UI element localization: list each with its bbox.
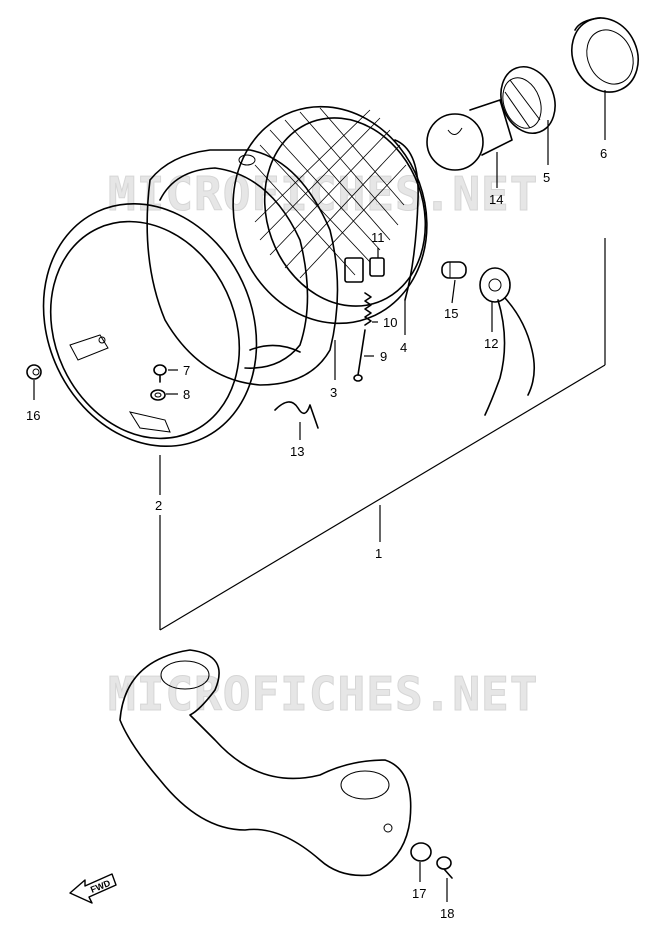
socket-cap [571, 17, 639, 93]
position-socket [479, 267, 536, 416]
headlight-bracket [119, 649, 412, 877]
fwd-arrow-icon: FWD [69, 873, 117, 904]
rim-screw [153, 364, 167, 383]
part-number-7: 7 [183, 363, 190, 378]
bulb-socket [500, 66, 556, 134]
part-number-18: 18 [440, 906, 454, 921]
part-number-10: 10 [383, 315, 397, 330]
part-number-9: 9 [380, 349, 387, 364]
part-number-3: 3 [330, 385, 337, 400]
watermark-bottom: MICROFICHES.NET [108, 667, 538, 721]
part-number-16: 16 [26, 408, 40, 423]
bracket-nut [410, 842, 432, 862]
adjuster-spring [364, 292, 372, 326]
part-number-12: 12 [484, 336, 498, 351]
part-number-6: 6 [600, 146, 607, 161]
part-number-15: 15 [444, 306, 458, 321]
adjuster-bracket [344, 257, 385, 283]
part-number-1: 1 [375, 546, 382, 561]
adjuster-screw [353, 329, 366, 382]
wire-clip [274, 401, 319, 429]
part-number-2: 2 [155, 498, 162, 513]
part-number-17: 17 [412, 886, 426, 901]
headlight-bulb [426, 99, 513, 171]
position-bulb [441, 261, 467, 279]
part-number-8: 8 [183, 387, 190, 402]
part-number-11: 11 [371, 230, 385, 245]
headlight-rim [42, 202, 258, 448]
rim-washer [150, 389, 166, 401]
part-number-5: 5 [543, 170, 550, 185]
grommet [26, 364, 42, 380]
part-number-13: 13 [290, 444, 304, 459]
part-number-4: 4 [400, 340, 407, 355]
headlight-housing [146, 149, 339, 386]
watermark-top: MICROFICHES.NET [108, 167, 538, 221]
part-number-14: 14 [489, 192, 503, 207]
bracket-bolt [436, 856, 453, 879]
leader-lines [33, 90, 606, 902]
